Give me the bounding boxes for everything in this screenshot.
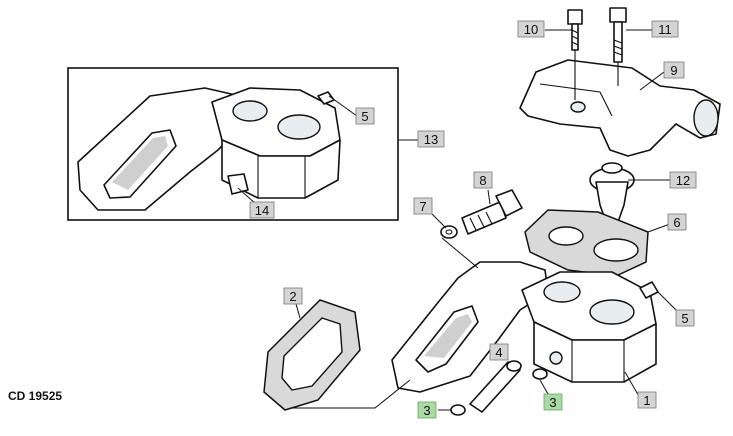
- svg-text:2: 2: [289, 289, 296, 304]
- thermostat-housing-1: [391, 261, 657, 393]
- bolt-8: [461, 189, 523, 235]
- callout-1: 1: [637, 391, 657, 409]
- svg-text:10: 10: [524, 22, 538, 37]
- figure-code: CD 19525: [8, 389, 62, 403]
- callout-3-right: 3: [543, 393, 563, 411]
- svg-text:6: 6: [673, 215, 680, 230]
- callout-10: 10: [517, 20, 545, 38]
- callout-14: 14: [249, 201, 275, 219]
- callout-12: 12: [669, 171, 697, 189]
- callout-8: 8: [473, 171, 493, 189]
- callout-3-left: 3: [417, 401, 437, 419]
- svg-text:3: 3: [549, 395, 556, 410]
- water-outlet-pipe-9: [519, 50, 721, 157]
- callout-5-main: 5: [675, 309, 695, 327]
- washer-7: [440, 225, 458, 239]
- svg-text:8: 8: [479, 173, 486, 188]
- bolt-10: [567, 9, 583, 51]
- callout-4: 4: [489, 343, 509, 361]
- callout-5-inset: 5: [355, 107, 375, 125]
- callout-9: 9: [663, 61, 685, 79]
- bolt-11: [609, 7, 627, 63]
- svg-text:12: 12: [676, 173, 690, 188]
- svg-text:4: 4: [495, 345, 502, 360]
- callout-2: 2: [283, 287, 303, 305]
- gasket-2: [263, 299, 361, 411]
- callout-6: 6: [667, 213, 687, 231]
- svg-text:11: 11: [658, 22, 672, 37]
- o-ring-3-left: [450, 404, 466, 416]
- svg-text:5: 5: [361, 109, 368, 124]
- svg-text:3: 3: [423, 403, 430, 418]
- callout-13: 13: [417, 130, 445, 148]
- svg-text:1: 1: [643, 393, 650, 408]
- o-ring-3-right: [532, 368, 548, 380]
- svg-text:13: 13: [424, 132, 438, 147]
- svg-text:7: 7: [419, 199, 426, 214]
- gasket-6: [524, 209, 649, 277]
- inset-frame: [67, 67, 399, 221]
- svg-text:5: 5: [681, 311, 688, 326]
- inset-thermostat-housing: [77, 87, 341, 211]
- thermostat-12: [589, 162, 635, 223]
- callout-7: 7: [413, 197, 433, 215]
- callout-11: 11: [651, 20, 679, 38]
- pipe-4: [469, 360, 522, 413]
- leader-lines: [237, 29, 679, 411]
- svg-text:14: 14: [255, 203, 269, 218]
- svg-text:9: 9: [670, 63, 677, 78]
